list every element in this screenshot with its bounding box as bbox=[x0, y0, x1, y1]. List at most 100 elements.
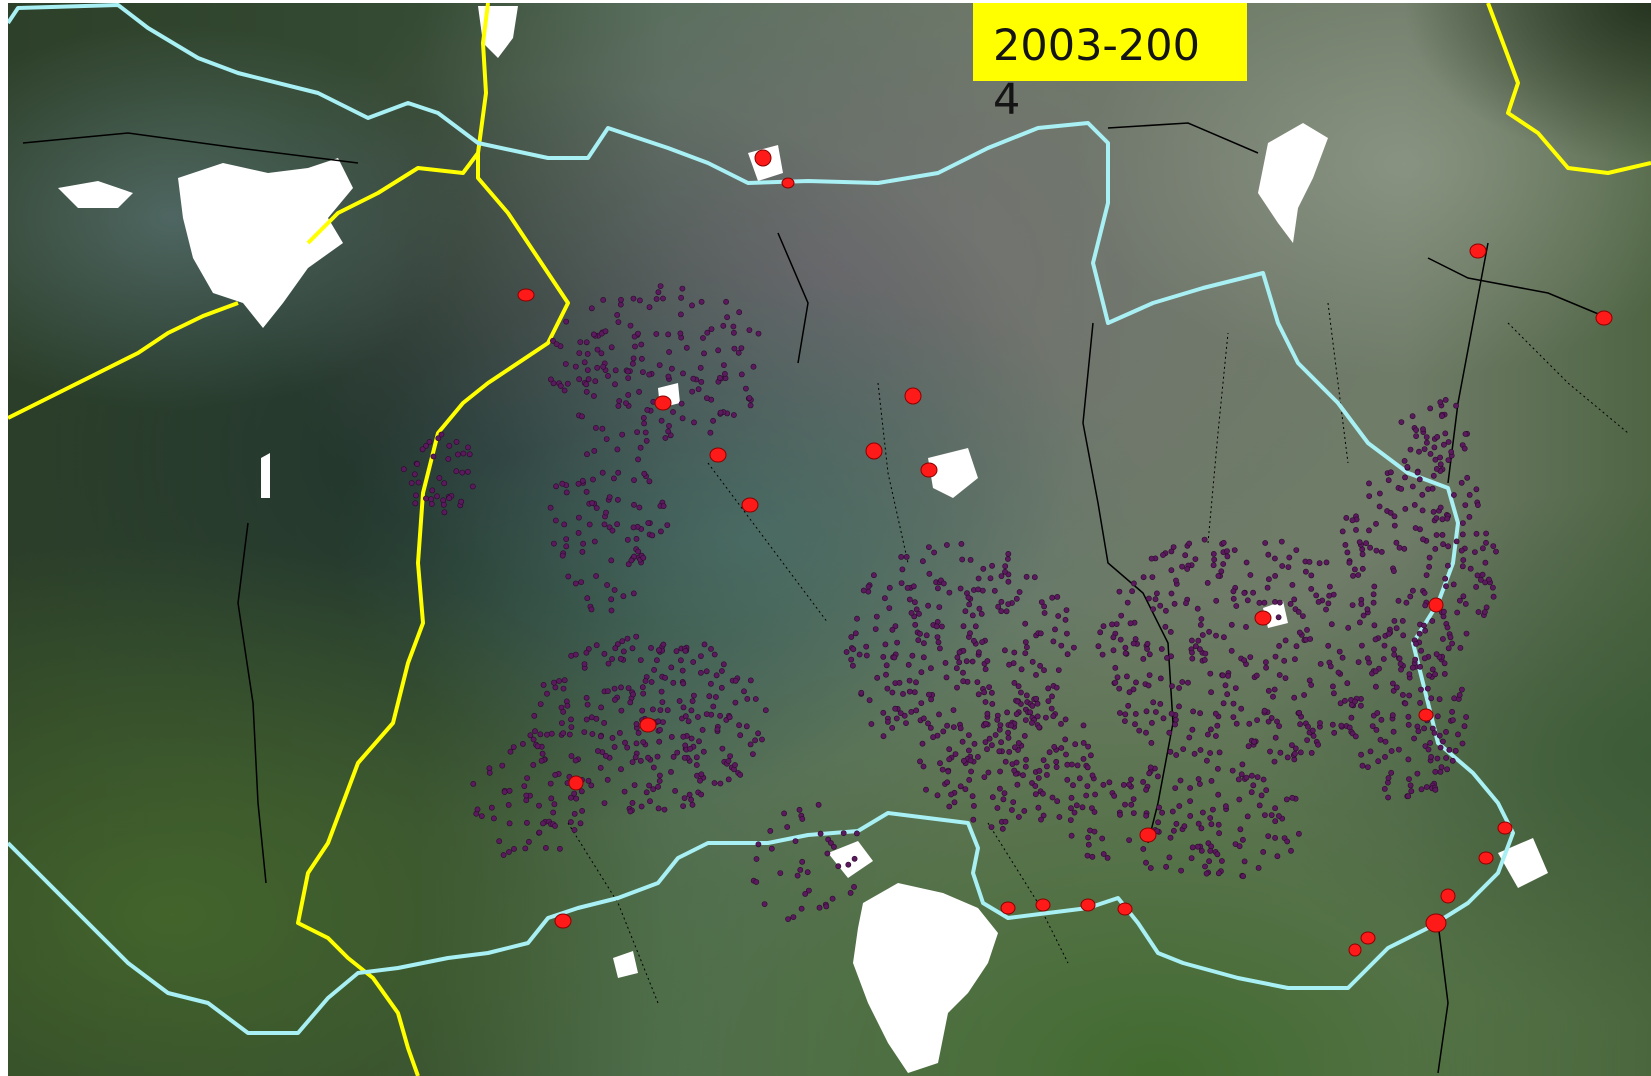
fire-point bbox=[631, 501, 637, 508]
fire-point bbox=[1453, 402, 1459, 409]
fire-point bbox=[1013, 711, 1020, 717]
fire-point bbox=[1214, 851, 1221, 858]
fire-point bbox=[1473, 584, 1479, 590]
fire-point bbox=[662, 674, 668, 681]
fire-point bbox=[851, 855, 858, 862]
fire-point bbox=[1213, 597, 1220, 604]
fire-point bbox=[453, 468, 460, 475]
fire-point bbox=[951, 799, 958, 806]
fire-point bbox=[666, 422, 672, 429]
fire-point bbox=[1308, 750, 1315, 756]
fire-point bbox=[651, 667, 657, 673]
fire-point bbox=[593, 424, 599, 431]
fire-point bbox=[1407, 782, 1414, 789]
fire-point bbox=[505, 802, 512, 808]
fire-point bbox=[1021, 808, 1028, 814]
fire-point bbox=[678, 400, 685, 407]
settlement-marker bbox=[741, 497, 759, 513]
fire-point bbox=[1420, 536, 1426, 543]
fire-point bbox=[710, 703, 717, 710]
fire-point bbox=[1152, 596, 1159, 603]
fire-point bbox=[998, 573, 1005, 579]
fire-point bbox=[696, 738, 702, 745]
fire-point bbox=[1406, 692, 1413, 699]
fire-point bbox=[741, 688, 747, 695]
fire-point bbox=[670, 409, 676, 415]
fire-point bbox=[720, 661, 727, 668]
fire-point bbox=[1385, 794, 1391, 801]
fire-point bbox=[950, 707, 957, 713]
fire-point bbox=[1169, 683, 1175, 689]
fire-point bbox=[1317, 661, 1324, 667]
fire-point bbox=[581, 359, 588, 366]
fire-point bbox=[1359, 565, 1366, 572]
fire-point bbox=[706, 693, 713, 700]
fire-point bbox=[981, 774, 988, 780]
fire-point bbox=[1085, 834, 1091, 841]
fire-point bbox=[598, 704, 604, 711]
fire-point bbox=[1109, 621, 1115, 628]
fire-point bbox=[899, 566, 906, 573]
year-label-box: 2003-2004 bbox=[973, 3, 1247, 125]
fire-point bbox=[1325, 600, 1332, 607]
fire-point bbox=[1176, 685, 1182, 691]
fire-point bbox=[584, 350, 591, 357]
fire-point bbox=[638, 803, 645, 810]
fire-point bbox=[1157, 675, 1164, 682]
fire-point bbox=[598, 350, 605, 357]
fire-point bbox=[583, 694, 590, 701]
fire-point bbox=[1389, 712, 1396, 719]
fire-point bbox=[1369, 723, 1376, 729]
fire-point bbox=[1268, 812, 1275, 818]
fire-point bbox=[1213, 632, 1219, 639]
fire-point bbox=[1150, 606, 1156, 612]
fire-point bbox=[1208, 689, 1214, 696]
fire-point bbox=[600, 296, 607, 303]
fire-point bbox=[698, 653, 704, 659]
fire-point bbox=[1140, 846, 1147, 852]
fire-point bbox=[1239, 761, 1246, 768]
fire-point bbox=[850, 646, 857, 653]
fire-point bbox=[1015, 683, 1022, 690]
fire-point bbox=[1116, 588, 1123, 595]
fire-point bbox=[614, 521, 620, 528]
fire-point bbox=[1275, 614, 1282, 621]
cleared-area-strip bbox=[261, 453, 270, 498]
fire-point bbox=[680, 733, 687, 740]
fire-point bbox=[1100, 623, 1107, 630]
fire-point bbox=[576, 514, 582, 521]
fire-point bbox=[967, 557, 974, 563]
fire-point bbox=[687, 745, 694, 752]
fire-point bbox=[534, 743, 541, 750]
fire-point bbox=[1143, 729, 1149, 736]
fire-point bbox=[1349, 517, 1356, 524]
fire-point bbox=[1092, 791, 1098, 798]
fire-point bbox=[1419, 491, 1426, 498]
fire-point bbox=[561, 387, 568, 394]
fire-point bbox=[1197, 646, 1203, 653]
fire-point bbox=[1168, 710, 1175, 717]
fire-point bbox=[1122, 718, 1128, 724]
fire-point bbox=[1406, 776, 1412, 782]
fire-point bbox=[998, 739, 1004, 746]
fire-point bbox=[713, 694, 719, 700]
fire-point bbox=[1117, 811, 1123, 818]
fire-point bbox=[1456, 692, 1463, 698]
fire-point bbox=[1178, 867, 1184, 874]
fire-point bbox=[1355, 659, 1362, 665]
fire-point bbox=[1218, 568, 1225, 575]
fire-point bbox=[935, 639, 942, 646]
fire-point bbox=[413, 492, 419, 499]
fire-point bbox=[708, 646, 714, 652]
fire-point bbox=[658, 528, 664, 535]
fire-point bbox=[1002, 647, 1008, 654]
fire-point bbox=[1126, 837, 1132, 843]
fire-point bbox=[871, 572, 877, 579]
fire-point bbox=[1262, 540, 1269, 546]
settlement-marker bbox=[920, 462, 938, 478]
fire-point bbox=[644, 406, 651, 413]
fire-point bbox=[553, 341, 560, 347]
fire-point bbox=[731, 345, 738, 352]
fire-point bbox=[1276, 643, 1282, 649]
fire-point bbox=[430, 453, 437, 460]
